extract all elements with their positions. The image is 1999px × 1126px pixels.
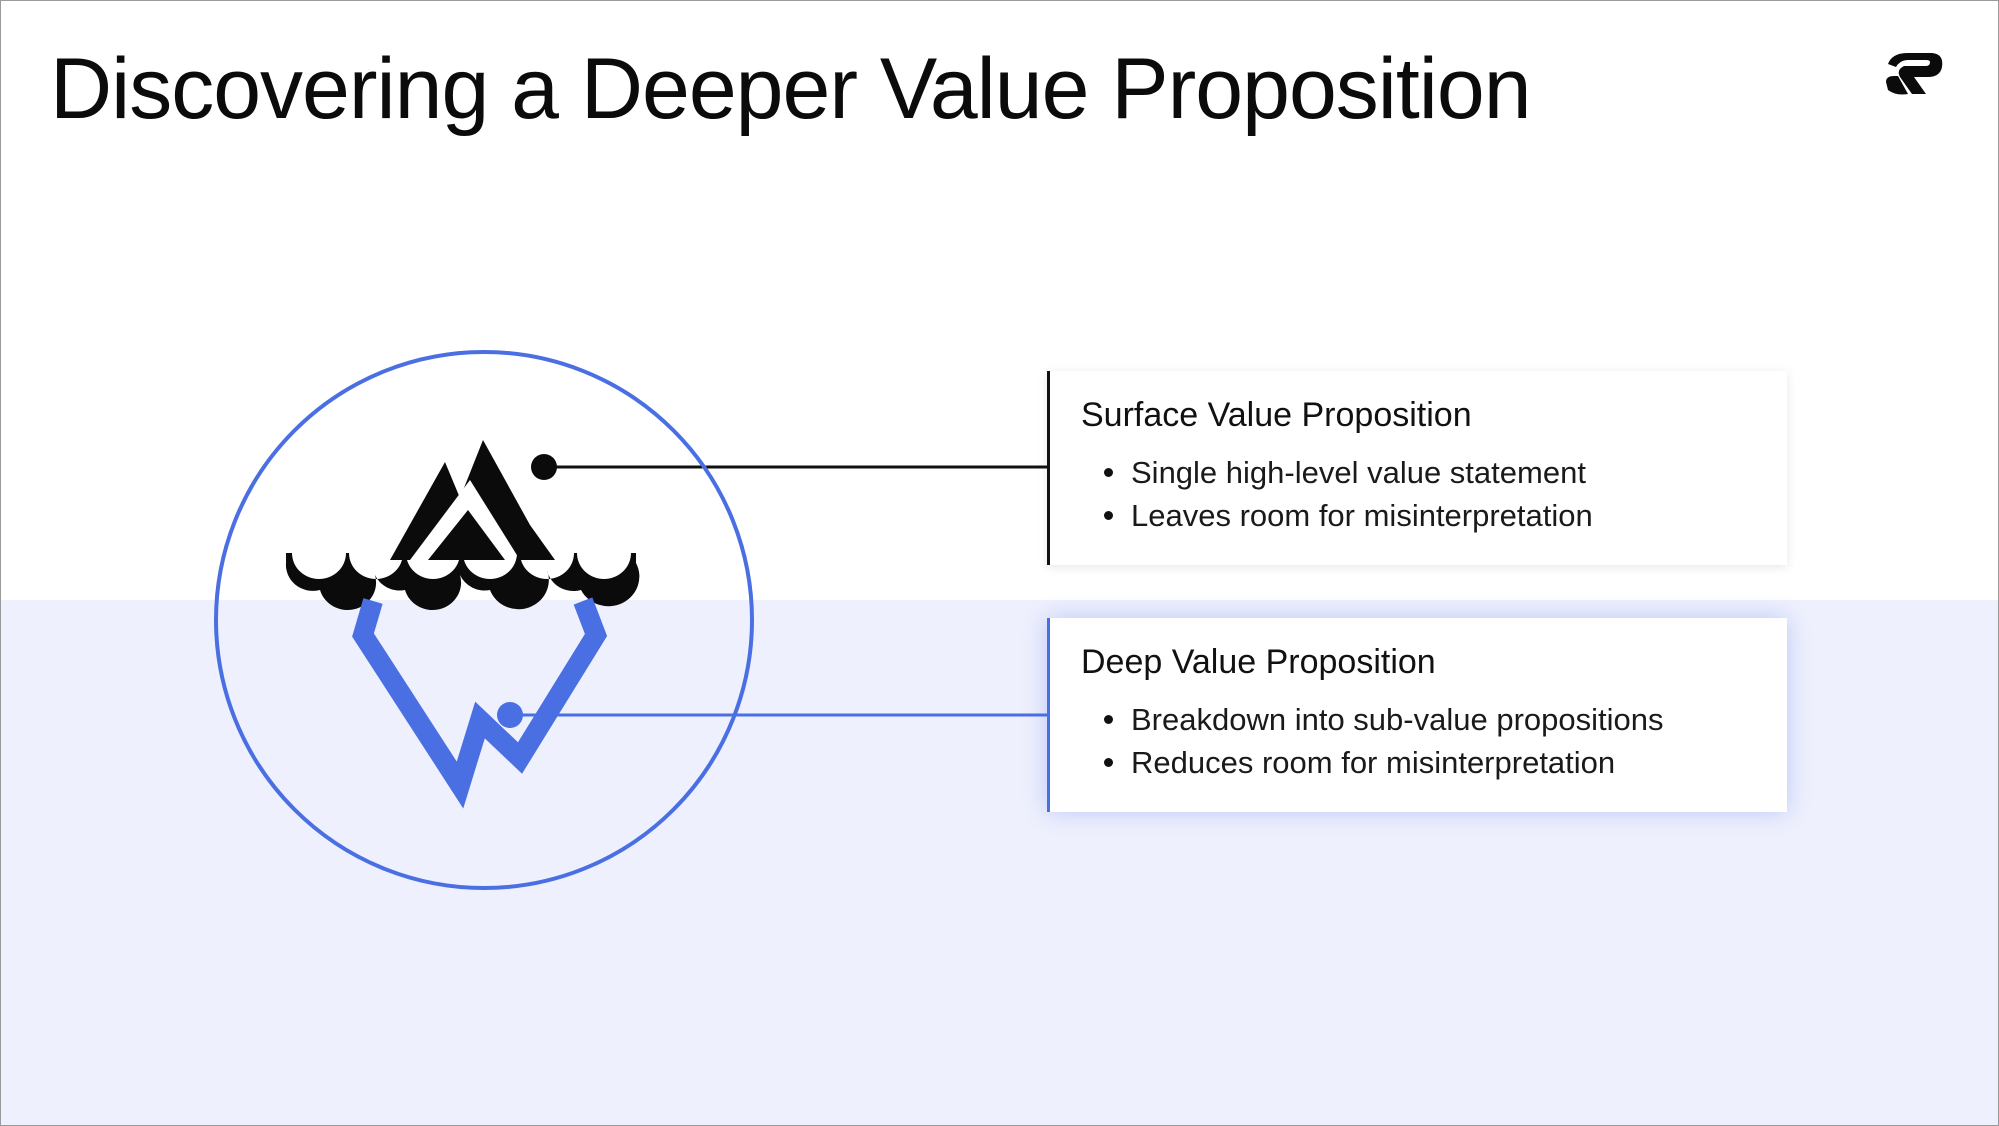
waves-icon: [285, 553, 640, 611]
bullet-text: Single high-level value statement: [1131, 455, 1586, 491]
iceberg-underwater-icon: [352, 597, 608, 809]
list-item: Breakdown into sub-value propositions: [1104, 698, 1767, 741]
deep-card-title: Deep Value Proposition: [1081, 643, 1436, 681]
bullet-text: Leaves room for misinterpretation: [1131, 498, 1593, 534]
surface-connector-dot: [531, 454, 557, 480]
bullet-icon: [1104, 715, 1113, 725]
surface-card-title: Surface Value Proposition: [1081, 396, 1472, 434]
deep-value-card: Deep Value Proposition Breakdown into su…: [1047, 618, 1787, 812]
bullet-icon: [1104, 758, 1113, 768]
bullet-icon: [1104, 511, 1113, 521]
iceberg-circle: [214, 350, 754, 890]
iceberg-peak-icon: [390, 440, 555, 560]
bullet-icon: [1104, 468, 1113, 478]
deep-bullet-list: Breakdown into sub-value propositions Re…: [1081, 698, 1767, 784]
list-item: Leaves room for misinterpretation: [1104, 494, 1767, 537]
bullet-text: Reduces room for misinterpretation: [1131, 745, 1616, 781]
list-item: Reduces room for misinterpretation: [1104, 741, 1767, 784]
bullet-text: Breakdown into sub-value propositions: [1131, 702, 1664, 738]
surface-value-card: Surface Value Proposition Single high-le…: [1047, 371, 1787, 565]
surface-bullet-list: Single high-level value statement Leaves…: [1081, 451, 1767, 537]
list-item: Single high-level value statement: [1104, 451, 1767, 494]
slide-title: Discovering a Deeper Value Proposition: [50, 41, 1532, 137]
brand-logo-icon: [1886, 53, 1943, 95]
deep-connector-dot: [497, 702, 523, 728]
